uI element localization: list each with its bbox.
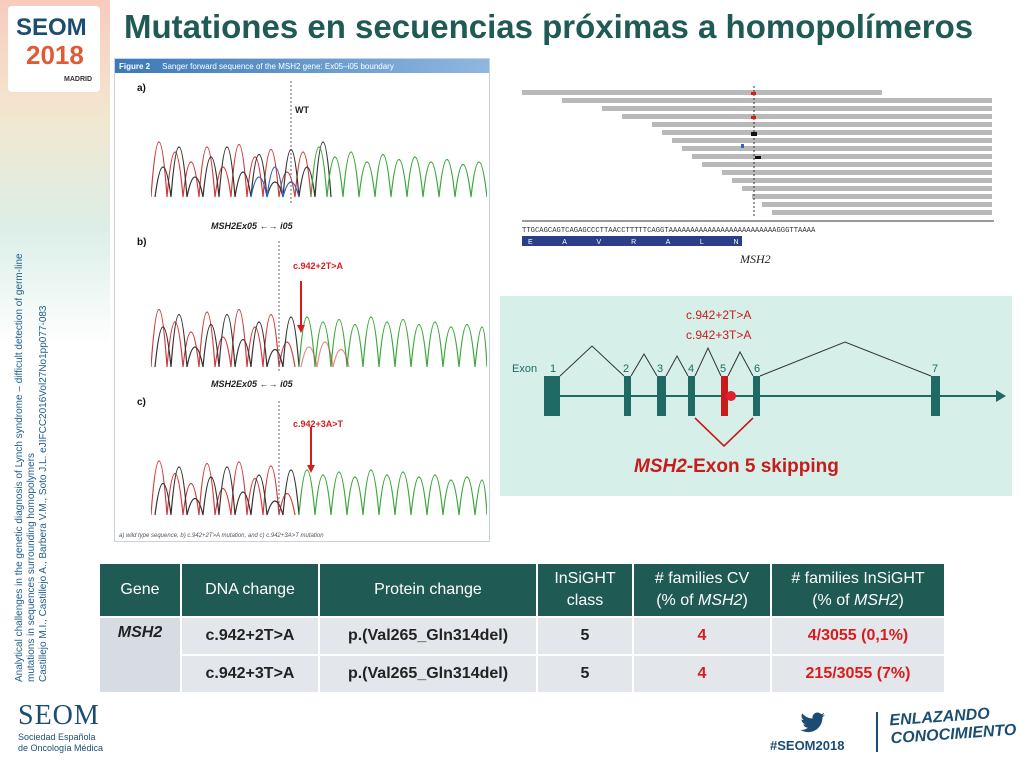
sanger-figure: Figure 2 Sanger forward sequence of the … [114, 58, 490, 542]
panel-c-label: c) [137, 397, 146, 408]
header-families-insight-line1: # families InSiGHT [791, 570, 925, 587]
amino-acid-track: E A V R A L N L F Q [528, 239, 856, 246]
protein-change-cell: p.(Val265_Gln314del) [318, 654, 538, 694]
figure-footnote: a) wild type sequence, b) c.942+2T>A mut… [119, 533, 324, 539]
header-families-insight-suffix: ) [898, 592, 904, 609]
header-families-cv-gene: MSH2 [698, 592, 743, 609]
header-insight-line2: class [566, 592, 604, 609]
citation-line-1: Analytical challenges in the genetic dia… [14, 253, 25, 682]
exon-skipping-diagram: c.942+2T>A c.942+3T>A Exon 1 2 3 4 5 6 7 [500, 296, 1012, 496]
boundary-intron-text: i05 [280, 379, 293, 389]
twitter-bird-icon [800, 712, 825, 733]
insight-class-cell: 5 [536, 654, 634, 694]
boundary-arrow-icon: ←→ [259, 221, 278, 231]
families-cv-cell: 4 [632, 654, 772, 694]
exon-number-6: 6 [754, 363, 760, 375]
header-protein-change: Protein change [318, 562, 538, 618]
figure-header: Figure 2 Sanger forward sequence of the … [115, 59, 489, 73]
gene-cell: MSH2 [98, 616, 182, 694]
families-insight-cell: 215/3055 (7%) [770, 654, 946, 694]
seom-logo-text: SEOM [18, 700, 100, 731]
header-families-insight: # families InSiGHT (% of MSH2) [770, 562, 946, 618]
header-families-cv-line1: # families CV [654, 570, 750, 587]
header-families-insight-gene: MSH2 [854, 592, 899, 609]
insight-class-cell: 5 [536, 616, 634, 656]
slogan-text: ENLAZANDO CONOCIMIENTO [889, 704, 1017, 749]
seom-subtitle-2: de Oncología Médica [18, 743, 104, 753]
skip-description-text: -Exon 5 skipping [686, 456, 839, 477]
slide-title: Mutationes en secuencias próximas a homo… [124, 8, 974, 45]
exon-prefix-label: Exon [512, 363, 537, 375]
header-dna-change: DNA change [180, 562, 320, 618]
protein-change-cell: p.(Val265_Gln314del) [318, 616, 538, 656]
boundary-intron-text: i05 [280, 221, 293, 231]
citation-text: Analytical challenges in the genetic dia… [14, 182, 50, 682]
header-families-cv-suffix: ) [742, 592, 748, 609]
boundary-arrow-icon: ←→ [259, 379, 278, 389]
dna-change-cell: c.942+3T>A [180, 654, 320, 694]
panel-b-annotation: c.942+2T>A [293, 261, 344, 271]
panel-a-label: a) [137, 83, 146, 94]
exon-number-5: 5 [720, 363, 726, 375]
exon-structure-svg: Exon 1 2 3 4 5 6 7 [512, 341, 1006, 448]
exon-skipping-label: MSH2-Exon 5 skipping [634, 456, 839, 478]
skip-gene-text: MSH2 [634, 456, 687, 477]
exon-number-7: 7 [932, 363, 938, 375]
figure-caption: Sanger forward sequence of the MSH2 gene… [162, 61, 394, 71]
seom-2018-logo: SEOM 2018 MADRID [8, 6, 100, 92]
panel-a-annotation: WT [295, 105, 309, 115]
table-row: MSH2 c.942+2T>A p.(Val265_Gln314del) 5 4… [98, 616, 946, 694]
igv-gene-label: MSH2 [740, 252, 771, 266]
citation-line-3: Castillejo M.I., Castillejo A., Barbera … [38, 305, 49, 683]
exon-number-2: 2 [623, 363, 629, 375]
header-families-cv: # families CV (% of MSH2) [632, 562, 772, 618]
panel-c-annotation: c.942+3A>T [293, 419, 344, 429]
boundary-exon-text: MSH2Ex05 [211, 379, 258, 389]
logo-seom-text: SEOM [16, 14, 87, 41]
chromatogram-c [151, 401, 487, 517]
igv-alignment-view: TTGCAGCAGTCAGAGCCCTTAACCTTTTTCAGGTAAAAAA… [522, 86, 994, 246]
exon-number-3: 3 [657, 363, 663, 375]
seom-society-logo: SEOM Sociedad Española de Oncología Médi… [18, 700, 103, 754]
header-gene: Gene [98, 562, 182, 618]
mutation-results-table: Gene DNA change Protein change InSiGHT c… [98, 562, 946, 694]
chromatogram-a [151, 81, 487, 203]
panel-b-label: b) [137, 237, 147, 248]
header-families-insight-prefix: (% of [812, 592, 854, 609]
families-insight-cell: 4/3055 (0,1%) [770, 616, 946, 656]
exon-number-4: 4 [688, 363, 694, 375]
chromatogram-b [151, 241, 487, 373]
exon-number-1: 1 [550, 363, 556, 375]
logo-year-text: 2018 [26, 40, 84, 70]
header-insight-line1: InSiGHT [554, 570, 616, 587]
seom-subtitle-1: Sociedad Española [18, 732, 96, 742]
families-cv-cell: 4 [632, 616, 772, 656]
reference-sequence: TTGCAGCAGTCAGAGCCCTTAACCTTTTTCAGGTAAAAAA… [522, 227, 816, 235]
boundary-label-1: MSH2Ex05 ←→ i05 [211, 221, 293, 231]
figure-label: Figure 2 [119, 61, 151, 71]
mutation-label-1: c.942+2T>A [686, 308, 752, 322]
boundary-exon-text: MSH2Ex05 [211, 221, 258, 231]
dna-change-cell: c.942+2T>A [180, 616, 320, 656]
decorative-side-strip [0, 0, 110, 768]
header-insight-class: InSiGHT class [536, 562, 634, 618]
hashtag-text: #SEOM2018 [770, 738, 845, 753]
mutation-label-2: c.942+3T>A [686, 328, 752, 342]
table-header-row: Gene DNA change Protein change InSiGHT c… [98, 562, 946, 618]
header-families-cv-prefix: (% of [656, 592, 698, 609]
footer-divider [876, 712, 878, 752]
table-row: c.942+3T>A p.(Val265_Gln314del) 5 4 215/… [99, 654, 946, 694]
citation-line-2: mutations in sequences surrounding homop… [26, 452, 37, 682]
boundary-label-2: MSH2Ex05 ←→ i05 [211, 379, 293, 389]
logo-city-text: MADRID [64, 76, 92, 83]
